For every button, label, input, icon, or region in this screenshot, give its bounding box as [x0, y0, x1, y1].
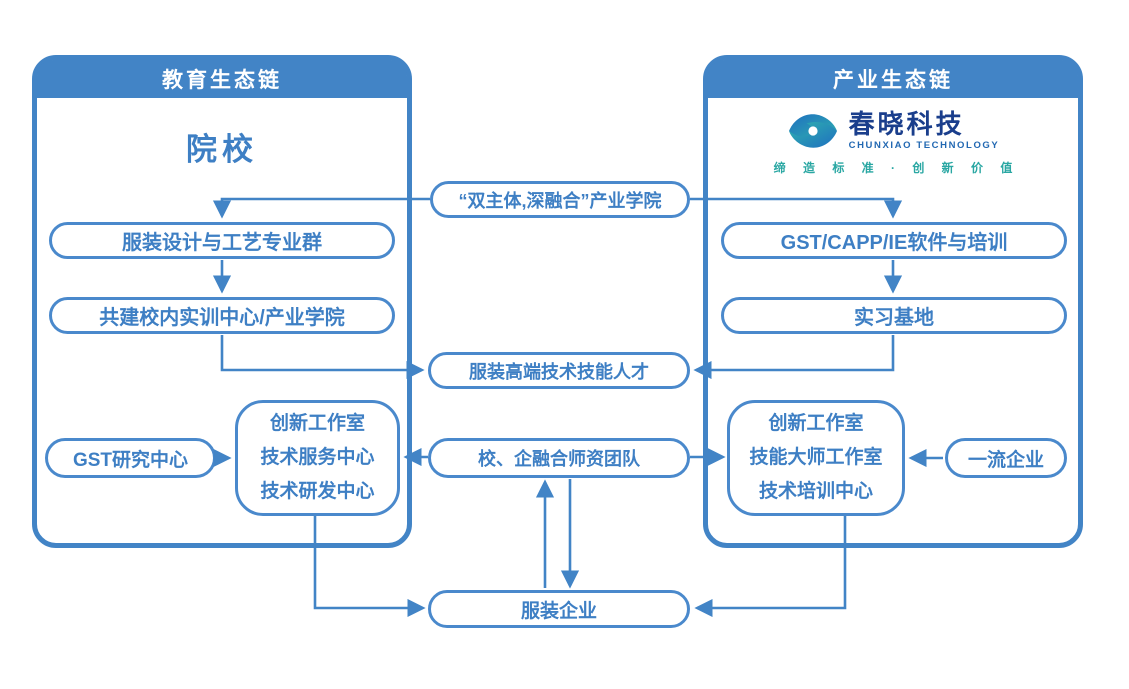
box-fashion-design-major-group: 服装设计与工艺专业群 — [49, 222, 395, 259]
box-campus-training-center: 共建校内实训中心/产业学院 — [49, 297, 395, 334]
box-enterprise-centers: 创新工作室 技能大师工作室 技术培训中心 — [727, 400, 905, 516]
box-faculty-team: 校、企融合师资团队 — [428, 438, 690, 478]
company-logo-row: 春晓科技 CHUNXIAO TECHNOLOGY — [787, 110, 1000, 151]
school-center-line: 创新工作室 — [269, 413, 365, 434]
education-chain-title: 教育生态链 — [162, 69, 282, 92]
box-school-centers: 创新工作室 技术服务中心 技术研发中心 — [235, 400, 400, 516]
box-gst-capp-ie-software-training: GST/CAPP/IE软件与培训 — [721, 222, 1067, 259]
college-heading: 院校 — [186, 132, 258, 167]
enterprise-center-line: 技能大师工作室 — [749, 447, 883, 468]
education-chain-header: 教育生态链 — [37, 60, 407, 101]
company-name: 春晓科技 — [848, 109, 965, 139]
enterprise-center-line: 创新工作室 — [768, 413, 864, 434]
box-industry-college: “双主体,深融合”产业学院 — [430, 181, 690, 218]
company-name-english: CHUNXIAO TECHNOLOGY — [848, 140, 1000, 151]
industry-chain-header: 产业生态链 — [708, 60, 1078, 101]
school-center-line: 技术研发中心 — [260, 481, 375, 502]
company-slogan: 缔 造 标 准 · 创 新 价 值 — [773, 161, 1020, 175]
box-internship-base: 实习基地 — [721, 297, 1067, 334]
box-fashion-enterprise: 服装企业 — [428, 590, 690, 628]
enterprise-center-line: 技术培训中心 — [758, 481, 873, 502]
school-center-line: 技术服务中心 — [260, 447, 375, 468]
company-logo-text: 春晓科技 CHUNXIAO TECHNOLOGY — [849, 110, 1000, 151]
company-logo: 春晓科技 CHUNXIAO TECHNOLOGY 缔 造 标 准 · 创 新 价… — [703, 110, 1083, 176]
box-gst-research-center: GST研究中心 — [45, 438, 216, 478]
box-highend-talent: 服装高端技术技能人才 — [428, 352, 690, 389]
industry-chain-title: 产业生态链 — [833, 69, 953, 92]
chunxiao-logo-icon — [787, 111, 839, 151]
box-first-class-enterprise: 一流企业 — [945, 438, 1067, 478]
